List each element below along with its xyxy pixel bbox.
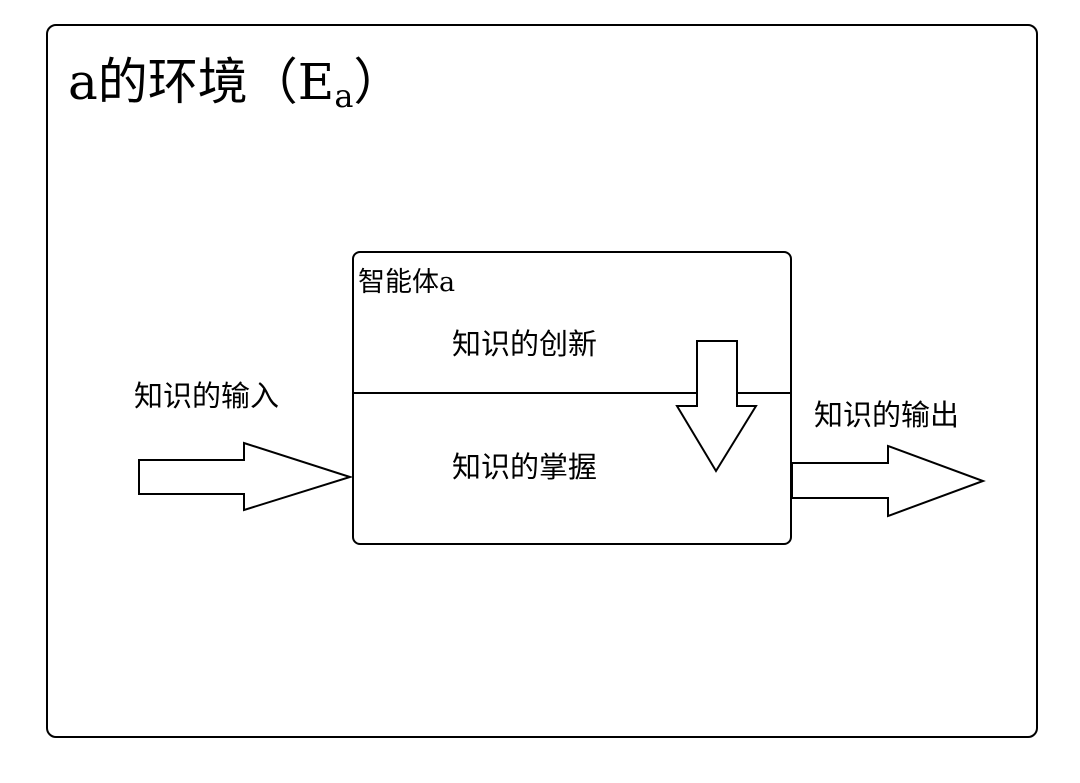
knowledge-mastery-label: 知识的掌握: [452, 450, 598, 484]
environment-frame: [46, 24, 1038, 738]
environment-title-close: ）: [353, 53, 404, 111]
input-arrow: [138, 441, 354, 512]
knowledge-input-label: 知识的输入: [134, 379, 280, 413]
environment-title: a的环境（Ea）: [68, 52, 403, 112]
innovation-to-mastery-arrow: [675, 340, 758, 473]
agent-box: [352, 251, 792, 545]
knowledge-innovation-label: 知识的创新: [452, 327, 598, 361]
agent-label: 智能体a: [358, 267, 456, 298]
knowledge-output-label: 知识的输出: [814, 398, 960, 432]
output-arrow: [791, 444, 986, 518]
environment-title-main: a的环境（E: [68, 53, 335, 111]
environment-title-subscript: a: [334, 77, 354, 115]
